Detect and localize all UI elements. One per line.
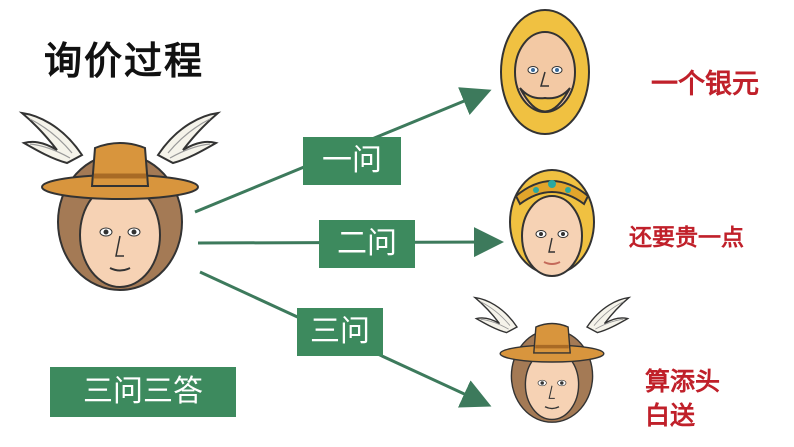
answer-3-line-1: 算添头: [645, 367, 721, 396]
page-title: 询价过程: [44, 39, 205, 83]
messenger-small-figure: [474, 296, 630, 423]
question-box-2: 二问: [319, 220, 415, 268]
answer-1: 一个银元: [651, 69, 759, 100]
answer-3: 算添头 白送: [645, 365, 720, 433]
answer-3-line-2: 白送: [645, 401, 696, 430]
messenger-figure: [21, 112, 219, 291]
question-box-3: 三问: [297, 308, 383, 356]
question-box-1: 一问: [303, 137, 401, 185]
bearded-man-figure: [500, 9, 590, 135]
answer-2: 还要贵一点: [629, 225, 744, 251]
woman-figure: [509, 169, 595, 277]
summary-box: 三问三答: [50, 367, 236, 417]
